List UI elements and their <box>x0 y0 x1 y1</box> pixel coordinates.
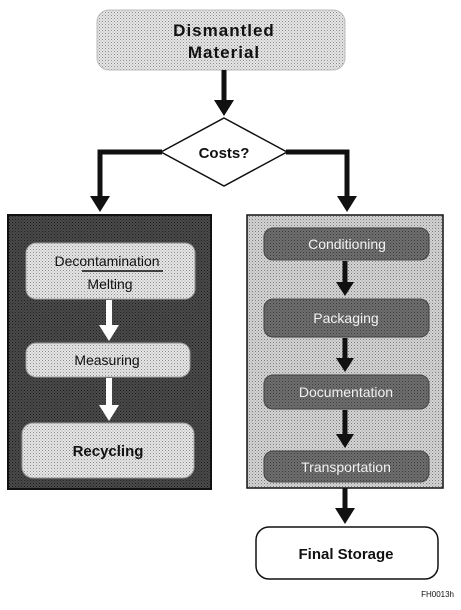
packaging-box: Packaging <box>263 298 430 338</box>
arrow-top-to-decision <box>214 70 234 116</box>
documentation-box: Documentation <box>263 374 430 410</box>
conditioning-label: Conditioning <box>308 236 386 252</box>
decontamination-label: Decontamination <box>54 253 159 269</box>
transportation-box: Transportation <box>263 450 430 483</box>
measuring-box: Measuring <box>25 342 191 378</box>
dismantled-material-line2: Material <box>188 43 260 62</box>
arrow-packaging-to-documentation <box>336 338 354 372</box>
measuring-label: Measuring <box>74 352 139 368</box>
packaging-label: Packaging <box>313 310 378 326</box>
arrow-conditioning-to-packaging <box>336 261 354 296</box>
costs-decision-label: Costs? <box>199 145 250 162</box>
conditioning-box: Conditioning <box>263 227 430 261</box>
transportation-label: Transportation <box>301 459 391 475</box>
final-storage-box: Final Storage <box>255 526 439 580</box>
costs-decision-diamond: Costs? <box>159 117 289 187</box>
arrow-melting-to-measuring <box>99 300 119 341</box>
dismantled-material-line1: Dismantled <box>173 21 275 40</box>
recycling-label: Recycling <box>73 443 144 460</box>
documentation-label: Documentation <box>299 384 393 400</box>
melting-label: Melting <box>87 276 132 292</box>
decontamination-melting-box: Decontamination Melting <box>25 242 196 300</box>
recycling-box: Recycling <box>21 422 195 479</box>
arrow-decision-to-right <box>286 149 357 212</box>
arrow-decision-to-left <box>90 149 162 212</box>
arrow-documentation-to-transportation <box>336 410 354 448</box>
arrow-transportation-to-final-storage <box>335 488 355 524</box>
arrow-measuring-to-recycling <box>99 378 119 421</box>
dismantled-material-box: Dismantled Material <box>96 9 346 71</box>
final-storage-label: Final Storage <box>298 546 393 563</box>
figure-id: FH0013h <box>421 590 454 599</box>
